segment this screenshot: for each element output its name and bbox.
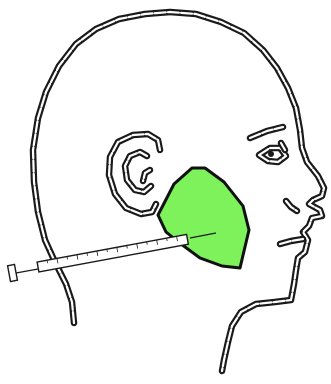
syringe-barrel (37, 234, 188, 272)
syringe-tick (87, 253, 88, 256)
syringe (8, 233, 216, 282)
eyebrow-outline (250, 127, 283, 138)
syringe-tick (167, 238, 168, 241)
syringe-plunger-cap (8, 264, 18, 281)
parotid-gland-region (158, 168, 249, 268)
syringe-tick (127, 245, 128, 248)
syringe-tick (47, 260, 48, 263)
ear-outline (109, 134, 160, 214)
eye-outline (259, 143, 286, 162)
nostril-outline (286, 201, 297, 211)
mouth-outline (280, 239, 303, 244)
syringe-tick (107, 249, 108, 252)
syringe-tick (147, 242, 148, 245)
syringe-tick (67, 257, 68, 260)
